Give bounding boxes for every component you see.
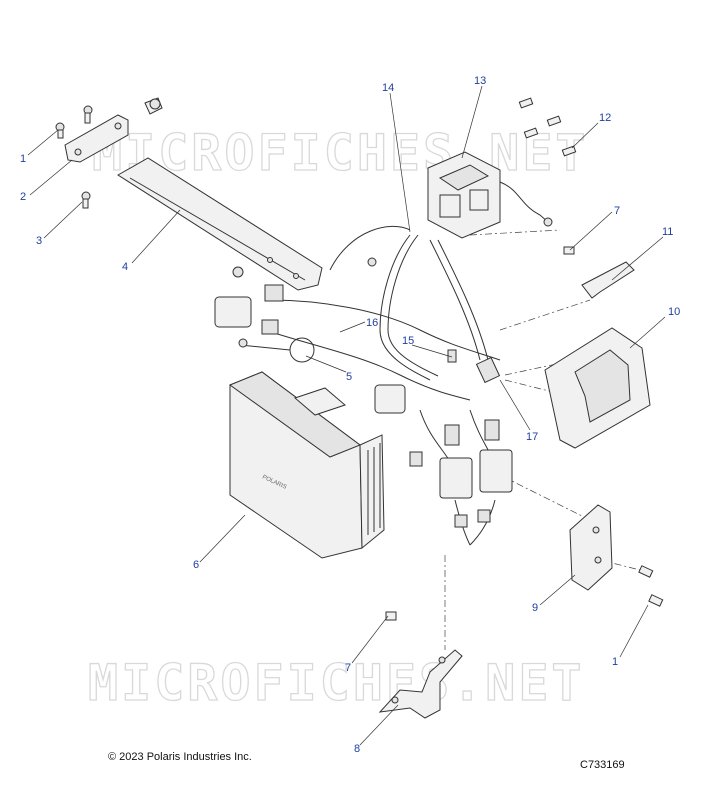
leader-lines bbox=[27, 85, 666, 746]
callout-10: 10 bbox=[668, 306, 680, 318]
callout-16: 16 bbox=[366, 317, 378, 329]
callout-6: 6 bbox=[193, 559, 199, 571]
callout-1-top: 1 bbox=[20, 153, 26, 165]
callout-labels: 1 2 3 4 5 6 7 7 8 9 10 11 12 13 14 15 16… bbox=[20, 75, 680, 755]
callout-2: 2 bbox=[20, 191, 26, 203]
part-angle-bracket bbox=[563, 246, 635, 299]
callout-14: 14 bbox=[382, 82, 394, 94]
watermark-bottom: MICROFICHES.NET bbox=[88, 654, 585, 712]
callout-3: 3 bbox=[36, 235, 42, 247]
part-bracket-small bbox=[55, 97, 163, 209]
callout-11: 11 bbox=[662, 226, 673, 238]
part-long-strap bbox=[117, 157, 323, 291]
callout-4: 4 bbox=[122, 261, 128, 273]
callout-13: 13 bbox=[474, 75, 486, 87]
callout-7-top: 7 bbox=[614, 205, 620, 217]
callout-15: 15 bbox=[402, 335, 414, 347]
callout-12: 12 bbox=[599, 112, 611, 124]
callout-8: 8 bbox=[354, 743, 360, 755]
part-wire-harness bbox=[214, 225, 513, 546]
callout-9: 9 bbox=[532, 602, 538, 614]
callout-1-bottom: 1 bbox=[612, 656, 618, 668]
assembly-lines bbox=[444, 229, 641, 650]
part-bottom-bracket bbox=[378, 611, 463, 719]
watermark-top: MICROFICHES.NET bbox=[92, 124, 589, 182]
part-ecu-module: POLARIS bbox=[228, 371, 385, 559]
copyright-notice: © 2023 Polaris Industries Inc. bbox=[108, 751, 252, 763]
diagram-code: C733169 bbox=[580, 759, 625, 771]
callout-17: 17 bbox=[526, 431, 538, 443]
callout-7-bottom: 7 bbox=[345, 662, 351, 674]
part-vertical-bracket bbox=[569, 504, 664, 607]
part-mounting-plate bbox=[544, 327, 651, 449]
callout-5: 5 bbox=[346, 371, 352, 383]
part-connector-block bbox=[427, 151, 553, 239]
part-bolts-top bbox=[518, 97, 577, 157]
